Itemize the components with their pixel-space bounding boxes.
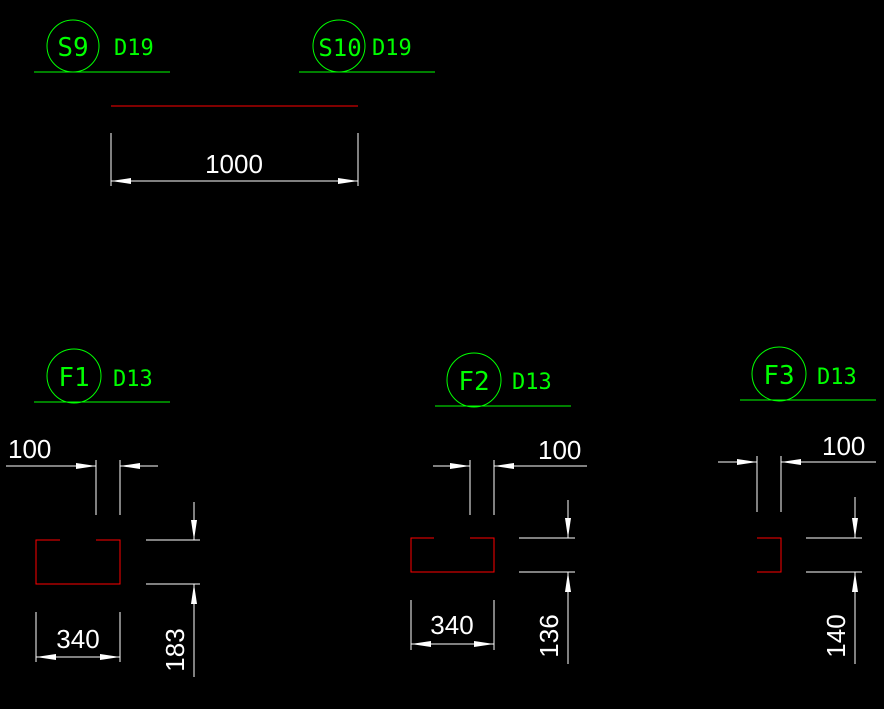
mark-id: F1: [58, 363, 89, 393]
dimension-text: 100: [822, 431, 865, 461]
mark-circle: [446, 352, 502, 408]
f1-detail: 100 340 183: [6, 434, 200, 677]
arrowhead: [565, 572, 571, 592]
mark-id: F2: [458, 367, 489, 397]
straight-bar-detail: 1000: [110, 105, 359, 186]
arrowhead: [411, 641, 431, 647]
mark-s10: S10 D19: [299, 19, 435, 73]
f3-detail: 100 140: [718, 431, 876, 664]
rebar-shape: [410, 537, 495, 573]
bar-size: D13: [817, 365, 857, 390]
dimension-text: 183: [160, 628, 190, 671]
dimension-text: 100: [538, 435, 581, 465]
dimension-text: 1000: [205, 149, 263, 179]
mark-f3: F3 D13: [740, 346, 876, 402]
arrowhead: [191, 520, 197, 540]
arrowhead: [852, 572, 858, 592]
mark-f1: F1 D13: [34, 348, 170, 404]
arrowhead: [191, 584, 197, 604]
mark-id: F3: [763, 361, 794, 391]
arrowhead: [565, 518, 571, 538]
mark-id: S9: [57, 33, 88, 63]
dimension-text: 100: [8, 434, 51, 464]
arrowhead: [450, 463, 470, 469]
dimension-text: 340: [430, 610, 473, 640]
arrowhead: [781, 459, 801, 465]
mark-f2: F2 D13: [435, 352, 571, 408]
rebar-shape: [35, 539, 121, 585]
bar-size: D19: [372, 36, 412, 61]
arrowhead: [100, 654, 120, 660]
mark-circle: [46, 348, 102, 404]
mark-id: S10: [318, 34, 361, 62]
arrowhead: [737, 459, 757, 465]
mark-circle: [751, 346, 807, 402]
bar-size: D19: [114, 36, 154, 61]
mark-s9: S9 D19: [34, 19, 170, 73]
arrowhead: [494, 463, 514, 469]
dimension-text: 136: [534, 614, 564, 657]
arrowhead: [76, 463, 96, 469]
arrowhead: [120, 463, 140, 469]
bar-size: D13: [113, 367, 153, 392]
f2-detail: 100 340 136: [410, 435, 587, 664]
dimension-text: 340: [56, 624, 99, 654]
arrowhead: [111, 178, 131, 184]
arrowhead: [474, 641, 494, 647]
arrowhead: [852, 518, 858, 538]
bar-size: D13: [512, 370, 552, 395]
arrowhead: [36, 654, 56, 660]
rebar-shape: [757, 537, 782, 573]
arrowhead: [338, 178, 358, 184]
dimension-text: 140: [821, 614, 851, 657]
